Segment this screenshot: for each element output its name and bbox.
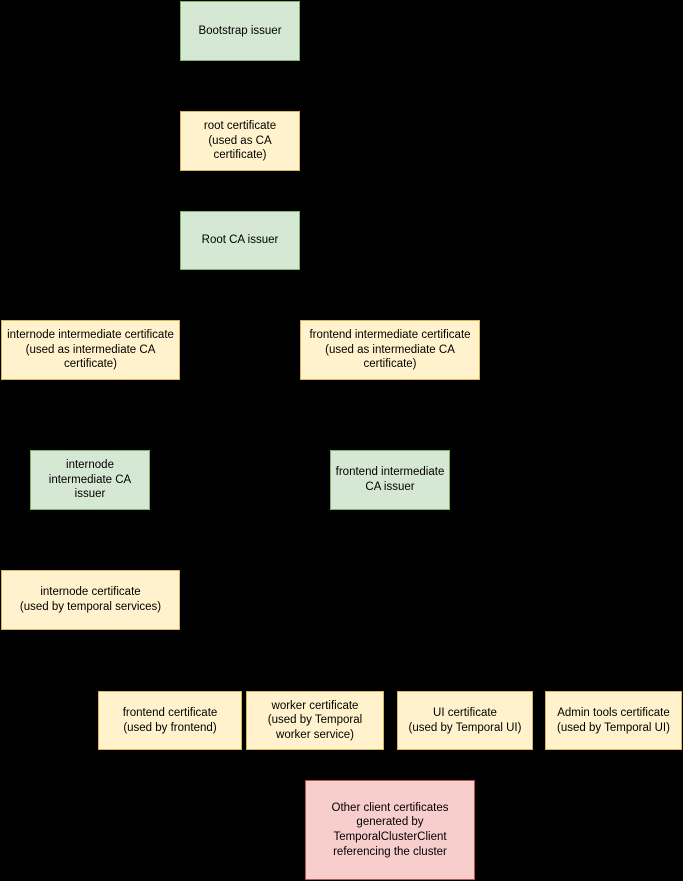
node-label: Admin tools certificate (used by Tempora… xyxy=(557,706,670,734)
node-label: Bootstrap issuer xyxy=(198,24,282,37)
node-root-ca-issuer[interactable]: Root CA issuer xyxy=(180,211,300,270)
node-label: internode certificate (used by temporal … xyxy=(19,586,162,613)
node-other-client-certificates[interactable]: Other client certificates generated by T… xyxy=(305,780,475,880)
node-label: worker certificate (used by Temporal wor… xyxy=(267,699,363,741)
node-admin-tools-certificate[interactable]: Admin tools certificate (used by Tempora… xyxy=(545,691,682,750)
edge-root-ca-issuer-to-frontend-intermediate-certificate xyxy=(239,270,391,320)
node-label: UI certificate (used by Temporal UI) xyxy=(408,706,522,734)
node-label: root certificate (used as CA certificate… xyxy=(203,120,277,162)
edge-frontend-intermediate-ca-issuer-to-admin-tools-certificate xyxy=(389,510,614,691)
edge-root-ca-issuer-to-internode-intermediate-certificate xyxy=(89,270,241,320)
node-label: frontend intermediate CA issuer xyxy=(335,466,445,493)
node-label: internode intermediate CA issuer xyxy=(48,459,132,501)
node-internode-certificate[interactable]: internode certificate (used by temporal … xyxy=(1,570,180,630)
node-frontend-certificate[interactable]: frontend certificate (used by frontend) xyxy=(98,691,242,750)
node-root-certificate[interactable]: root certificate (used as CA certificate… xyxy=(180,111,300,171)
node-label: frontend intermediate certificate (used … xyxy=(309,329,471,371)
node-ui-certificate[interactable]: UI certificate (used by Temporal UI) xyxy=(397,691,533,750)
node-frontend-intermediate-certificate[interactable]: frontend intermediate certificate (used … xyxy=(300,320,480,380)
node-label: internode intermediate certificate (used… xyxy=(7,329,174,371)
edge-frontend-intermediate-ca-issuer-to-frontend-certificate xyxy=(169,510,391,691)
node-label: frontend certificate (used by frontend) xyxy=(122,706,218,734)
node-internode-intermediate-certificate[interactable]: internode intermediate certificate (used… xyxy=(1,320,180,380)
node-frontend-intermediate-ca-issuer[interactable]: frontend intermediate CA issuer xyxy=(330,450,450,510)
edge-frontend-intermediate-ca-issuer-to-ui-certificate xyxy=(389,510,466,691)
node-bootstrap-issuer[interactable]: Bootstrap issuer xyxy=(180,1,300,61)
node-label: Other client certificates generated by T… xyxy=(331,801,449,858)
node-worker-certificate[interactable]: worker certificate (used by Temporal wor… xyxy=(246,691,384,750)
edge-frontend-intermediate-ca-issuer-to-worker-certificate xyxy=(314,510,391,691)
node-internode-intermediate-ca-issuer[interactable]: internode intermediate CA issuer xyxy=(30,450,150,510)
node-label: Root CA issuer xyxy=(201,234,279,247)
